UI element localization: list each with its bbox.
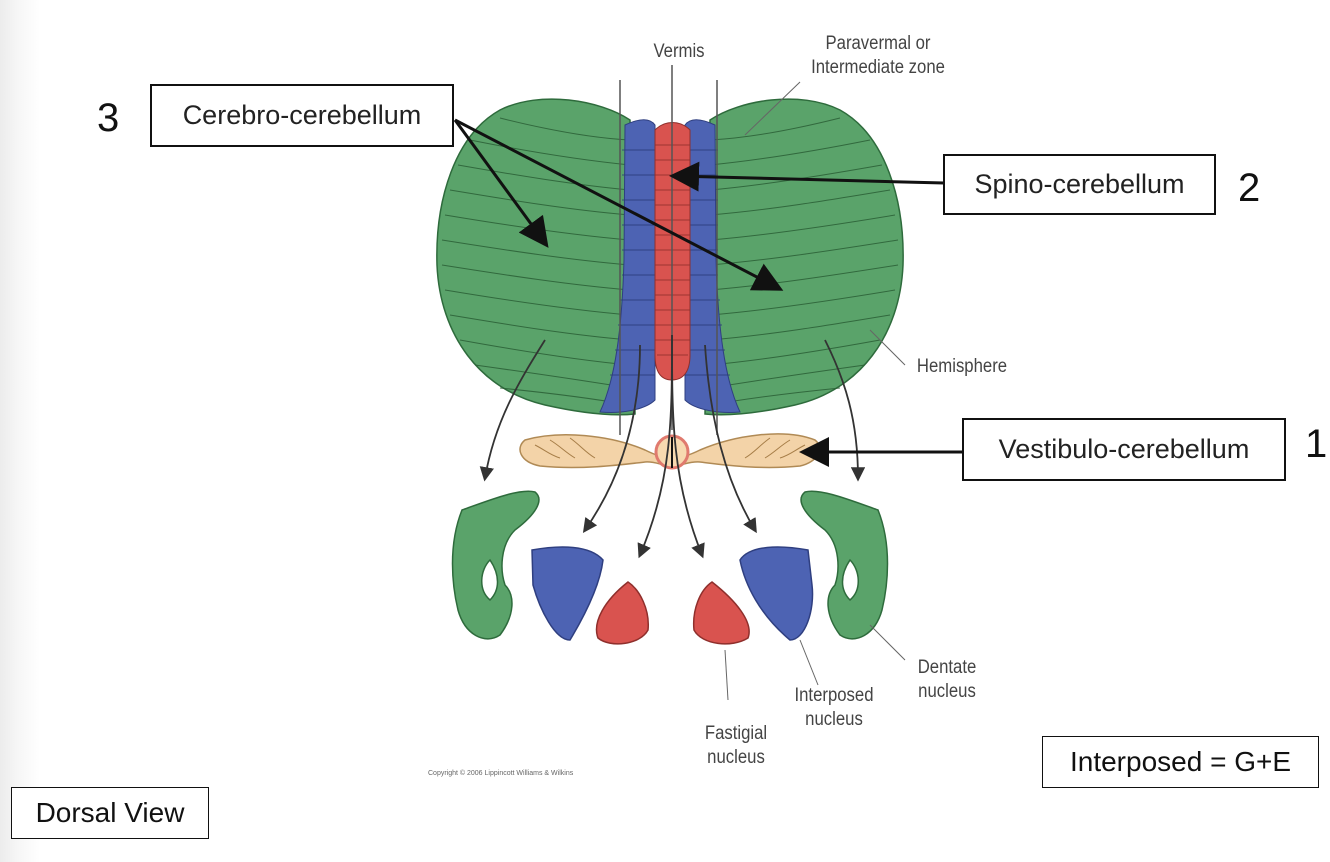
cerebro-number: 3 [97, 96, 120, 140]
hemisphere-annotation: Hemisphere [916, 356, 1008, 377]
vestibulo-number: 1 [1305, 422, 1328, 466]
right-dentate-nucleus [800, 490, 889, 640]
dentate-annotation: Dentate nucleus [917, 657, 977, 702]
left-dentate-nucleus [451, 490, 540, 640]
copyright-text: Copyright © 2006 Lippincott Williams & W… [428, 770, 574, 777]
paravermal-annotation: Paravermal or Intermediate zone [811, 33, 945, 78]
right-interposed-nucleus [739, 546, 814, 641]
flocculonodular-lobe [519, 433, 821, 470]
interposed-equation-note: Interposed = G+E [1042, 736, 1319, 788]
interposed-annotation: Interposed nucleus [794, 685, 874, 730]
dorsal-view-label: Dorsal View [11, 787, 209, 839]
vermis-annotation: Vermis [653, 41, 705, 62]
deep-nuclei [451, 490, 889, 645]
left-hemisphere [436, 98, 636, 416]
right-hemisphere [704, 98, 904, 416]
label-arrows [453, 118, 962, 467]
spino-cerebellum-label: Spino-cerebellum [943, 154, 1216, 215]
left-fastigial-nucleus [595, 581, 649, 645]
vestibulo-cerebellum-label: Vestibulo-cerebellum [962, 418, 1286, 481]
cerebro-cerebellum-label: Cerebro-cerebellum [150, 84, 454, 147]
intermediate-zone [599, 119, 741, 413]
right-fastigial-nucleus [692, 581, 750, 645]
spino-number: 2 [1238, 166, 1261, 210]
annotation-leaders [724, 81, 906, 701]
fastigial-annotation: Fastigial nucleus [704, 723, 768, 768]
left-interposed-nucleus [531, 546, 604, 641]
projection-arrows [479, 334, 866, 559]
